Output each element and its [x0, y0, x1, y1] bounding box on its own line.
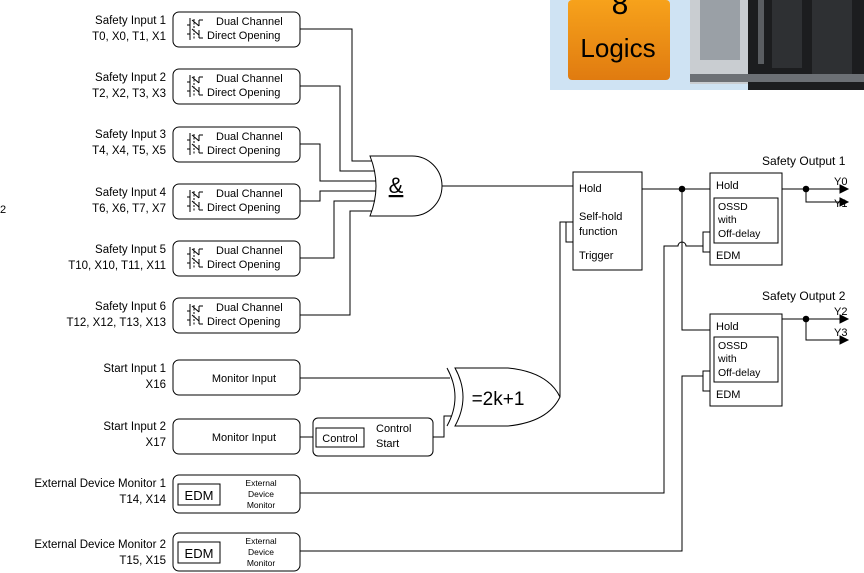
svg-text:Monitor Input: Monitor Input: [212, 432, 276, 444]
safety-input-6-terminals: T12, X12, T13, X13: [66, 317, 166, 329]
svg-text:Off-delay: Off-delay: [718, 367, 761, 379]
dual-channel-box-2: Dual Channel Direct Opening: [172, 68, 301, 105]
dual-channel-box-3: Dual Channel Direct Opening: [172, 126, 301, 163]
svg-text:with: with: [717, 353, 737, 365]
dual-channel-box-5: Dual Channel Direct Opening: [172, 240, 301, 277]
monitor-input-box-1: Monitor Input: [172, 359, 301, 396]
safety-output-1-pin-b: Y1: [834, 198, 847, 210]
svg-text:with: with: [717, 214, 737, 226]
edm-input-2-terminals: T15, X15: [119, 555, 166, 567]
svg-text:Hold: Hold: [716, 321, 739, 333]
safety-output-1-name: Safety Output 1: [762, 154, 846, 168]
dual-channel-box-6: Dual Channel Direct Opening: [172, 297, 301, 334]
and-gate-input-wires: [300, 28, 388, 316]
svg-text:Direct Opening: Direct Opening: [207, 30, 280, 42]
safety-input-2-name: Safety Input 2: [95, 72, 166, 84]
edm-input-1-name: External Device Monitor 1: [34, 478, 166, 490]
output-wires: [642, 185, 710, 331]
svg-text:OSSD: OSSD: [718, 201, 748, 213]
svg-text:Dual Channel: Dual Channel: [216, 131, 283, 143]
svg-text:Dual Channel: Dual Channel: [216, 188, 283, 200]
control-line2: Start: [376, 438, 399, 450]
svg-text:Direct Opening: Direct Opening: [207, 202, 280, 214]
safety-input-3-terminals: T4, X4, T5, X5: [92, 145, 166, 157]
xor-to-trigger-wire: [559, 221, 566, 397]
start-input-1-name: Start Input 1: [103, 363, 166, 375]
selfhold-line2: function: [579, 226, 618, 238]
svg-text:EDM: EDM: [716, 389, 740, 401]
edm-box-1: EDM External Device Monitor: [172, 474, 301, 514]
selfhold-block: Hold Self-hold function Trigger: [565, 171, 643, 271]
svg-text:OSSD: OSSD: [718, 340, 748, 352]
edm-input-2-name: External Device Monitor 2: [34, 539, 166, 551]
safety-output-2-pin-b: Y3: [834, 327, 847, 339]
safety-input-3-name: Safety Input 3: [95, 129, 166, 141]
start-input-labels: Start Input 1 X16 Start Input 2 X17: [103, 363, 166, 449]
svg-text:Direct Opening: Direct Opening: [207, 87, 280, 99]
xor-gate-label: =2k+1: [472, 389, 525, 410]
monitor-input-box-2: Monitor Input: [172, 418, 301, 455]
svg-text:External: External: [245, 478, 276, 488]
output-block-2: Hold OSSD with Off-delay EDM: [702, 313, 783, 407]
safety-input-4-name: Safety Input 4: [95, 187, 167, 199]
svg-text:Direct Opening: Direct Opening: [207, 259, 280, 271]
and-gate: &: [369, 155, 443, 217]
output-terminals-1: [782, 184, 850, 207]
logo-word: Logics: [580, 33, 655, 63]
safety-input-1-terminals: T0, X0, T1, X1: [92, 31, 166, 43]
output-block-1: Hold OSSD with Off-delay EDM: [702, 172, 783, 266]
safety-input-2-terminals: T2, X2, T3, X3: [92, 88, 166, 100]
logo-numeral: 8: [612, 0, 629, 21]
edm-feedback-wires: [300, 241, 703, 552]
safety-input-labels: Safety Input 1 T0, X0, T1, X1 Safety Inp…: [66, 15, 166, 329]
svg-text:Direct Opening: Direct Opening: [207, 145, 280, 157]
start-input-1-terminal: X16: [146, 379, 166, 391]
control-start-box: Control Control Start: [312, 417, 434, 457]
controller-photo: [690, 0, 864, 90]
svg-text:Dual Channel: Dual Channel: [216, 16, 283, 28]
svg-text:EDM: EDM: [185, 546, 214, 561]
svg-text:Dual Channel: Dual Channel: [216, 245, 283, 257]
dual-channel-box-4: Dual Channel Direct Opening: [172, 183, 301, 220]
output-terminals-2: [782, 314, 850, 345]
safety-output-1-pin-a: Y0: [834, 176, 847, 188]
svg-text:Dual Channel: Dual Channel: [216, 73, 283, 85]
left-edge-fragment: 2: [0, 204, 6, 216]
start-input-2-name: Start Input 2: [103, 421, 166, 433]
edm-box-2: EDM External Device Monitor: [172, 532, 301, 572]
svg-text:Monitor: Monitor: [247, 558, 276, 568]
safety-input-6-name: Safety Input 6: [95, 301, 166, 313]
svg-text:EDM: EDM: [185, 488, 214, 503]
selfhold-trigger: Trigger: [579, 250, 614, 262]
svg-text:Device: Device: [248, 489, 274, 499]
edm-input-labels: External Device Monitor 1 T14, X14 Exter…: [34, 478, 166, 567]
svg-text:Hold: Hold: [716, 180, 739, 192]
control-tag: Control: [322, 433, 357, 445]
safety-output-2-name: Safety Output 2: [762, 289, 846, 303]
safety-input-5-name: Safety Input 5: [95, 244, 166, 256]
svg-text:Monitor Input: Monitor Input: [212, 373, 276, 385]
svg-text:EDM: EDM: [716, 250, 740, 262]
selfhold-line1: Self-hold: [579, 211, 622, 223]
svg-text:Device: Device: [248, 547, 274, 557]
svg-text:Monitor: Monitor: [247, 500, 276, 510]
xor-gate: =2k+1: [446, 367, 561, 427]
svg-text:External: External: [245, 536, 276, 546]
and-gate-label: &: [389, 173, 404, 198]
svg-text:Off-delay: Off-delay: [718, 228, 761, 240]
svg-text:Dual Channel: Dual Channel: [216, 302, 283, 314]
svg-text:Direct Opening: Direct Opening: [207, 316, 280, 328]
safety-input-5-terminals: T10, X10, T11, X11: [68, 260, 166, 272]
output-labels: Safety Output 1 Y0 Y1 Safety Output 2 Y2…: [762, 154, 847, 339]
start-input-2-terminal: X17: [146, 437, 166, 449]
safety-input-4-terminals: T6, X6, T7, X7: [92, 203, 166, 215]
dual-channel-box-1: Dual Channel Direct Opening: [172, 11, 301, 48]
selfhold-hold: Hold: [579, 183, 602, 195]
safety-input-1-name: Safety Input 1: [95, 15, 166, 27]
safety-output-2-pin-a: Y2: [834, 306, 847, 318]
control-line1: Control: [376, 423, 411, 435]
edm-input-1-terminals: T14, X14: [119, 494, 166, 506]
product-logo: 8 Logics: [550, 0, 864, 90]
